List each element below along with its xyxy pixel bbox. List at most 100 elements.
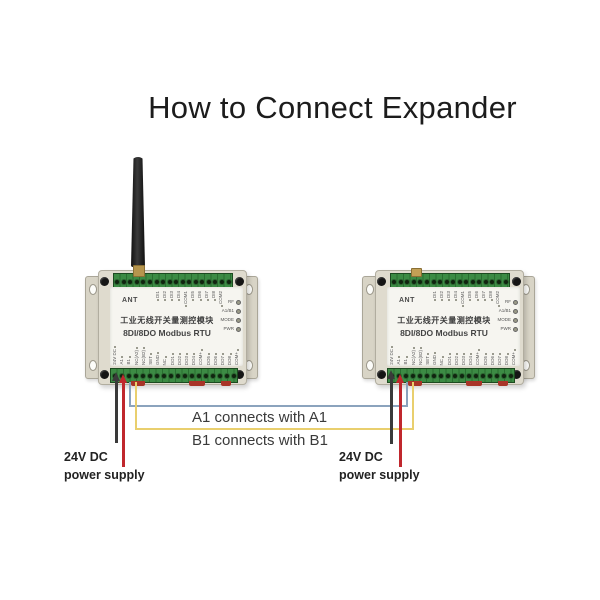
terminal-label: DO4 bbox=[191, 352, 197, 365]
led-icon bbox=[513, 327, 518, 332]
terminal-label: DO2 bbox=[454, 352, 460, 365]
power-supply-left-line2: power supply bbox=[64, 468, 145, 482]
terminal-label: COM+ bbox=[198, 348, 204, 365]
terminal-screw-icon bbox=[213, 280, 218, 284]
screw-icon bbox=[377, 277, 386, 286]
terminal-label: COM+ bbox=[511, 348, 517, 365]
terminal-screw-icon bbox=[126, 373, 131, 378]
a1-connection-label: A1 connects with A1 bbox=[192, 409, 328, 426]
screw-icon bbox=[100, 370, 109, 379]
ant-port-label: ANT bbox=[122, 297, 138, 304]
terminal-screw-icon bbox=[464, 280, 469, 284]
terminal-screw-icon bbox=[405, 280, 410, 284]
terminal-screw-icon bbox=[466, 373, 471, 378]
terminal-label: NC bbox=[162, 355, 168, 365]
terminal-screw-icon bbox=[425, 280, 429, 284]
terminal-label: DI7 bbox=[481, 291, 487, 302]
din-clip-icon bbox=[189, 381, 205, 386]
terminal-label: DO4 bbox=[468, 352, 474, 365]
led-icon bbox=[513, 309, 518, 314]
power-supply-left-line1: 24V DC bbox=[64, 450, 108, 464]
terminal-screw-icon bbox=[231, 373, 236, 378]
terminal-label: DO3 bbox=[461, 352, 467, 365]
power-wire-negative-right bbox=[390, 379, 393, 444]
din-clip-icon bbox=[131, 381, 145, 386]
terminal-label: SET bbox=[425, 353, 431, 365]
din-clip-icon bbox=[466, 381, 482, 386]
led-label-row: RF bbox=[505, 300, 518, 305]
power-supply-right-line1: 24V DC bbox=[339, 450, 383, 464]
mounting-hole-icon bbox=[89, 284, 97, 295]
terminal-label: DO1 bbox=[170, 352, 176, 365]
terminal-screw-icon bbox=[487, 373, 492, 378]
led-icon bbox=[236, 309, 241, 314]
terminal-screw-icon bbox=[431, 280, 436, 284]
led-icon bbox=[236, 318, 241, 323]
terminal-screw-icon bbox=[508, 373, 513, 378]
terminal-label: A1 bbox=[396, 356, 402, 365]
led-icon bbox=[236, 327, 241, 332]
terminal-screw-icon bbox=[187, 280, 192, 284]
b1-wire-left-drop bbox=[135, 382, 137, 430]
power-arrow-icon bbox=[119, 374, 127, 383]
terminal-label: NC bbox=[439, 355, 445, 365]
terminal-screw-icon bbox=[134, 280, 139, 284]
terminal-label: DI2 bbox=[439, 291, 445, 302]
led-label-row: A1/B1 bbox=[499, 309, 518, 314]
power-supply-right-line2: power supply bbox=[339, 468, 420, 482]
terminal-label: DO5 bbox=[483, 352, 489, 365]
terminal-screw-icon bbox=[220, 280, 225, 284]
led-label-row: PWR bbox=[501, 327, 518, 332]
b1-wire-horizontal bbox=[135, 428, 414, 430]
terminal-screw-icon bbox=[161, 373, 166, 378]
led-icon bbox=[513, 300, 518, 305]
terminal-screw-icon bbox=[147, 373, 152, 378]
terminal-screw-icon bbox=[470, 280, 475, 284]
power-supply-label-right: 24V DC power supply bbox=[339, 448, 420, 484]
terminal-label: DO7 bbox=[220, 352, 226, 365]
screw-icon bbox=[377, 370, 386, 379]
terminal-screw-icon bbox=[121, 280, 126, 284]
terminal-screw-icon bbox=[452, 373, 457, 378]
led-label-row: MODE bbox=[221, 318, 241, 323]
a1-wire-horizontal bbox=[129, 405, 408, 407]
terminal-label: COM1 bbox=[183, 291, 189, 308]
terminal-screw-icon bbox=[410, 373, 415, 378]
screw-icon bbox=[235, 277, 244, 286]
power-arrow-icon bbox=[396, 374, 404, 383]
terminal-label: COM+ bbox=[234, 348, 240, 365]
led-label-row: MODE bbox=[498, 318, 518, 323]
terminal-label: 24V DC bbox=[112, 346, 118, 365]
terminal-label: COM1 bbox=[460, 291, 466, 308]
product-name-cn: 工业无线开关量测控模块 bbox=[397, 316, 491, 325]
terminal-label: DI4 bbox=[453, 291, 459, 302]
a1-wire-right-rise bbox=[406, 382, 408, 407]
model-label: 8DI/8DO Modbus RTU bbox=[123, 328, 211, 338]
terminal-screw-icon bbox=[133, 373, 138, 378]
terminal-screw-icon bbox=[457, 280, 462, 284]
terminal-screw-icon bbox=[494, 373, 499, 378]
led-label-row: PWR bbox=[224, 327, 241, 332]
terminal-screw-icon bbox=[154, 373, 159, 378]
mounting-hole-icon bbox=[89, 360, 97, 371]
terminal-label: DO8 bbox=[504, 352, 510, 365]
terminal-label: DI5 bbox=[467, 291, 473, 302]
screw-icon bbox=[100, 277, 109, 286]
power-arrow-icon bbox=[387, 370, 395, 379]
terminal-label: NC(B2) bbox=[418, 346, 424, 365]
antenna-rod-icon bbox=[131, 157, 145, 267]
terminal-screw-icon bbox=[168, 373, 173, 378]
terminal-label: DI3 bbox=[446, 291, 452, 302]
terminal-label: NC(A2) bbox=[134, 346, 140, 365]
product-name-cn: 工业无线开关量测控模块 bbox=[120, 316, 214, 325]
terminal-screw-icon bbox=[503, 280, 508, 284]
terminal-screw-icon bbox=[224, 373, 229, 378]
power-wire-positive-right bbox=[399, 383, 402, 467]
